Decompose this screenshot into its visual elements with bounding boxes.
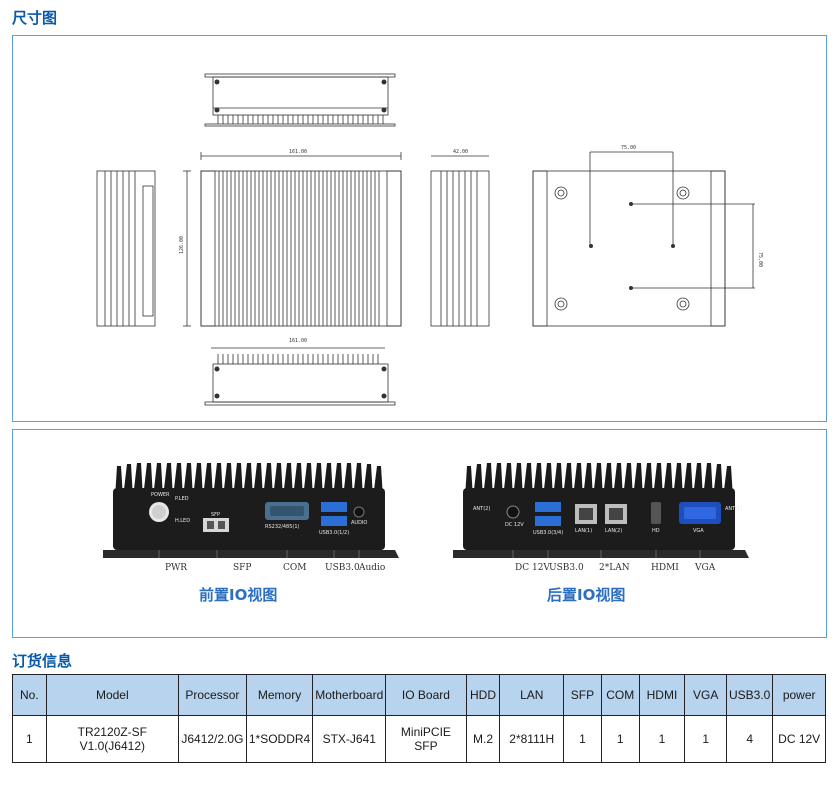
left-side-view-drawing [96,170,156,327]
rear-port-label-usb: USB3.0 [549,563,584,573]
rear-io-caption: 后置IO视图 [547,586,626,604]
dimensions-title: 尺寸图 [12,9,58,27]
cell-power: DC 12V [772,715,826,763]
bottom-view-drawing [204,347,396,406]
io-view-panel: POWER P.LED H.LED SFP RS232/485(1) USB3.… [12,429,827,638]
order-table: No. Model Processor Memory Motherboard I… [12,674,826,763]
col-header-io-board: IO Board [385,674,467,716]
bottom-plate-view-drawing [532,151,755,327]
col-header-no: No. [12,674,47,716]
rear-port-label-dc: DC 12V [515,563,550,573]
right-side-view-drawing [430,155,490,327]
cell-usb3: 4 [725,715,774,763]
rear-io-photo: ANT(2) DC 12V USB3.0(3/4) LAN(1) LAN(2) … [453,463,749,573]
cell-no: 1 [12,715,47,763]
front-port-label-usb: USB3.0 [325,563,360,573]
col-header-power: power [772,674,826,716]
col-header-com: COM [600,674,640,716]
front-port-label-audio: Audio [358,563,385,573]
front-port-label-com: COM [283,563,306,573]
table-row: 1 TR2120Z-SF V1.0(J6412) J6412/2.0G 1*SO… [12,715,826,763]
col-header-processor: Processor [177,674,247,716]
rear-port-label-hdmi: HDMI [651,563,679,573]
front-silk-com: RS232/485(1) [265,524,300,530]
rear-silk-vga: VGA [693,528,704,534]
col-header-usb3: USB3.0 [725,674,774,716]
cell-sfp: 1 [563,715,602,763]
front-silk-pled: P.LED [175,496,189,502]
cell-memory: 1*SODDR4 [245,715,314,763]
rear-silk-hd: HD [652,528,660,534]
cell-hdmi: 1 [638,715,686,763]
cell-processor: J6412/2.0G [177,715,247,763]
front-io-photo: POWER P.LED H.LED SFP RS232/485(1) USB3.… [103,463,399,573]
cell-vga: 1 [684,715,727,763]
cell-model: TR2120Z-SF V1.0(J6412) [45,715,179,763]
dim-mount-y-label: 75.00 [757,252,763,267]
rear-silk-lan2: LAN(2) [605,528,622,534]
rear-silk-ant1: ANT(1) [725,506,742,512]
cell-motherboard: STX-J641 [312,715,387,763]
rear-silk-ant2: ANT(2) [473,506,490,512]
front-silk-usb: USB3.0(1/2) [319,530,349,536]
dim-depth-label: 42.00 [453,149,468,155]
dimension-drawing: 161.00 126.00 42.00 75.00 75.00 161.00 [96,73,763,406]
front-port-label-sfp: SFP [233,563,251,573]
front-io-caption: 前置IO视图 [199,586,278,604]
col-header-lan: LAN [499,674,565,716]
cell-lan: 2*8111H [499,715,565,763]
front-silk-power: POWER [151,492,170,498]
col-header-memory: Memory [245,674,314,716]
cell-com: 1 [600,715,640,763]
dimension-drawing-panel: 161.00 126.00 42.00 75.00 75.00 161.00 [12,35,827,422]
rear-port-label-lan: 2*LAN [599,563,630,573]
ordering-title: 订货信息 [12,652,73,670]
order-table-header-row: No. Model Processor Memory Motherboard I… [12,674,826,716]
cell-io-board: MiniPCIE SFP [385,715,467,763]
front-silk-sfp: SFP [211,512,220,518]
front-silk-hled: H.LED [175,518,190,524]
col-header-motherboard: Motherboard [312,674,387,716]
rear-silk-usb: USB3.0(3/4) [533,530,563,536]
front-silk-audio: AUDIO [351,520,367,526]
rear-silk-lan1: LAN(1) [575,528,592,534]
col-header-vga: VGA [684,674,727,716]
main-front-view-drawing [183,152,402,327]
top-view-drawing [204,73,396,127]
col-header-hdd: HDD [465,674,501,716]
col-header-model: Model [45,674,179,716]
dim-bottom-width-label: 161.00 [289,338,307,344]
rear-port-label-vga: VGA [694,563,716,573]
dim-width-label: 161.00 [289,149,307,155]
rear-silk-dc: DC 12V [505,522,524,528]
col-header-sfp: SFP [563,674,602,716]
dim-height-label: 126.00 [179,236,185,254]
dim-mount-x-label: 75.00 [621,145,636,151]
cell-hdd: M.2 [465,715,501,763]
col-header-hdmi: HDMI [638,674,686,716]
front-port-label-pwr: PWR [165,563,187,573]
